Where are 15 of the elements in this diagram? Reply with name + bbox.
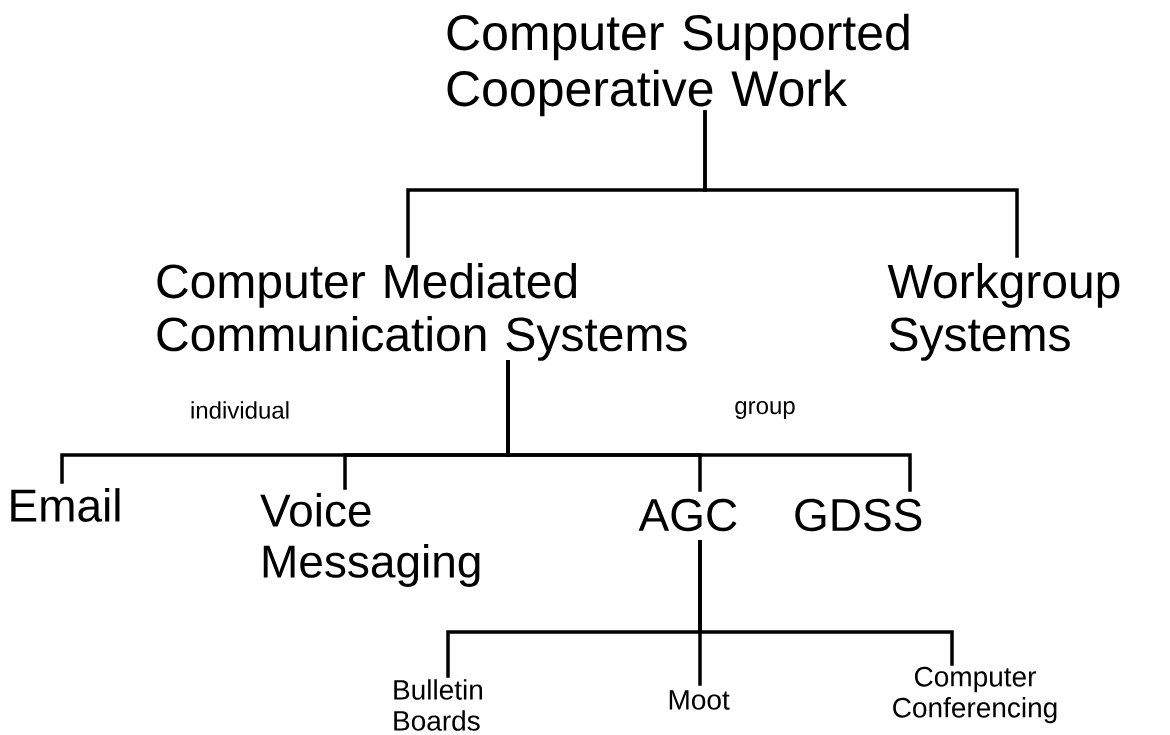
category-label: Computer Supported Cooperative Work bbox=[447, 13, 909, 117]
category-label: Computer Conferencing bbox=[893, 666, 1057, 724]
category-label: Email bbox=[11, 488, 120, 522]
tree-connector bbox=[698, 540, 954, 666]
tree-connector bbox=[506, 360, 912, 492]
branch-label: group bbox=[735, 401, 795, 419]
tree-connector bbox=[703, 110, 1019, 258]
category-label: Voice Messaging bbox=[260, 493, 480, 587]
category-label: Bulletin Boards bbox=[394, 679, 482, 731]
category-label: GDSS bbox=[795, 498, 922, 532]
category-label: AGC bbox=[638, 498, 737, 532]
category-label: Computer Mediated Communication Systems bbox=[157, 263, 687, 361]
category-label: Moot bbox=[669, 690, 730, 710]
branch-label: individual bbox=[191, 401, 289, 419]
category-label: Workgroup Systems bbox=[887, 263, 1120, 361]
